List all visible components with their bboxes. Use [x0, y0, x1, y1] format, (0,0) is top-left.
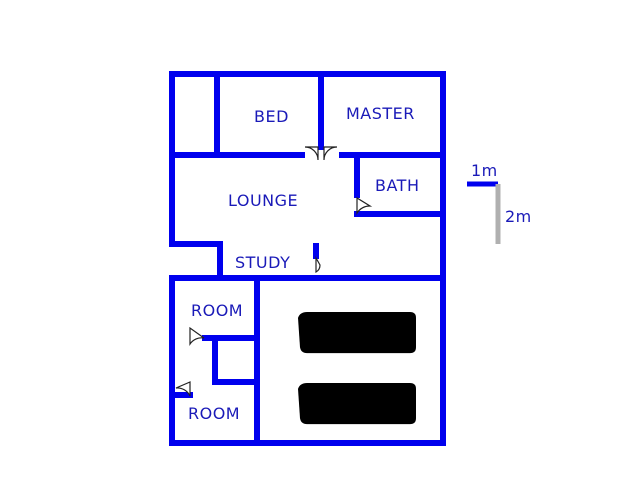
label-master: MASTER	[346, 104, 415, 123]
label-room-lower: ROOM	[188, 404, 240, 423]
scale-bar: 1m 2m	[467, 161, 532, 244]
outer-wall-top	[169, 71, 446, 446]
door-bath	[356, 196, 373, 216]
walls	[169, 71, 446, 446]
scale-horizontal-label: 1m	[471, 161, 498, 180]
door-room-upper	[189, 326, 205, 346]
door-room-lower	[175, 381, 191, 397]
scale-vertical-label: 2m	[505, 207, 532, 226]
car-lower	[298, 383, 416, 425]
room-labels: BED MASTER LOUNGE BATH STUDY ROOM ROOM	[188, 104, 419, 423]
door-master	[323, 146, 338, 161]
door-study	[315, 255, 321, 274]
label-room-upper: ROOM	[191, 301, 243, 320]
door-bed	[304, 146, 319, 161]
doors	[175, 146, 373, 397]
label-bath: BATH	[375, 176, 419, 195]
label-bed: BED	[254, 107, 289, 126]
car-upper	[298, 312, 416, 354]
label-study: STUDY	[235, 253, 290, 272]
label-lounge: LOUNGE	[228, 191, 298, 210]
